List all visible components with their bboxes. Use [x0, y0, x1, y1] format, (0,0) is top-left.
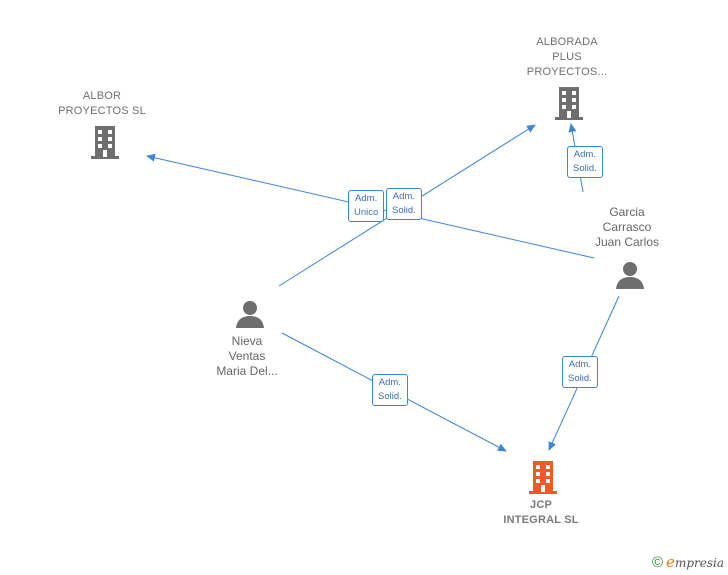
edge-label-line: Solid.	[392, 205, 416, 216]
label-line: Maria Del...	[216, 364, 278, 378]
label-line: Nieva	[231, 334, 263, 348]
brand-e: e	[666, 553, 675, 571]
edge-label-line: Adm.	[392, 191, 415, 202]
edge-label-adm-unico[interactable]: Adm. Unico	[348, 190, 385, 222]
label-line: PLUS	[552, 51, 582, 63]
edge-label-line: Adm.	[568, 359, 591, 370]
person-icon-nieva[interactable]	[234, 298, 266, 330]
building-icon-alborada[interactable]	[553, 85, 585, 121]
edge-label-adm-solid-top[interactable]: Adm. Solid.	[567, 146, 603, 178]
building-icon-jcp[interactable]	[527, 459, 559, 495]
node-label-albor[interactable]: ALBOR PROYECTOS SL	[52, 89, 152, 119]
edge-label-line: Adm.	[573, 149, 596, 160]
label-line: Ventas	[228, 349, 266, 363]
building-icon-albor[interactable]	[89, 124, 121, 160]
label-line: ALBORADA	[536, 36, 598, 48]
edge-label-line: Adm.	[355, 193, 378, 204]
label-line: JCP	[530, 499, 552, 511]
label-line: Garcia	[609, 205, 645, 219]
edge-label-line: Solid.	[378, 391, 402, 402]
label-line: ALBOR	[82, 90, 122, 102]
node-label-alborada[interactable]: ALBORADA PLUS PROYECTOS...	[517, 35, 617, 80]
node-label-garcia[interactable]: Garcia Carrasco Juan Carlos	[577, 205, 677, 250]
empresia-logo: ©empresia	[652, 553, 724, 571]
label-line: Juan Carlos	[594, 235, 660, 249]
brand-name: mpresia	[674, 556, 724, 570]
label-line: Carrasco	[602, 220, 652, 234]
node-label-jcp[interactable]: JCP INTEGRAL SL	[491, 498, 591, 528]
node-label-nieva[interactable]: Nieva Ventas Maria Del...	[197, 334, 297, 379]
copyright-icon: ©	[651, 554, 664, 571]
edge-label-line: Solid.	[573, 163, 597, 174]
edge-label-adm-solid-center[interactable]: Adm. Solid.	[386, 188, 422, 220]
edge-label-adm-solid-bottom[interactable]: Adm. Solid.	[372, 374, 408, 406]
label-line: PROYECTOS...	[526, 66, 608, 78]
edge-label-line: Solid.	[568, 373, 592, 384]
person-icon-garcia[interactable]	[614, 259, 646, 291]
label-line: INTEGRAL SL	[503, 514, 579, 526]
edge-label-line: Unico	[354, 207, 379, 218]
edge-label-adm-solid-right[interactable]: Adm. Solid.	[562, 356, 598, 388]
edge-label-line: Adm.	[378, 377, 401, 388]
label-line: PROYECTOS SL	[58, 105, 146, 117]
